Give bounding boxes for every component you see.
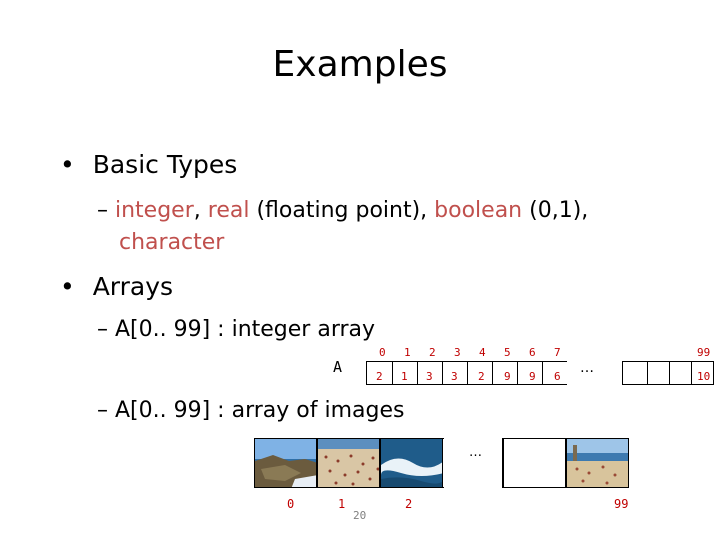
sub-integer-array: – A[0.. 99] : integer array — [97, 317, 375, 342]
array-index-last: 99 — [697, 346, 711, 359]
dash-icon: – — [97, 198, 108, 223]
array-cell: 3 — [451, 370, 458, 383]
image-size-label: 20 — [353, 509, 367, 522]
bullet-basic-types: • Basic Types — [60, 150, 237, 179]
bullet-dot-icon: • — [60, 150, 75, 179]
image-index: 1 — [338, 497, 346, 511]
array-cell: 2 — [376, 370, 383, 383]
image-index: 99 — [614, 497, 629, 511]
bullet-arrays-label: Arrays — [92, 272, 174, 301]
image-cell-wave — [380, 438, 443, 488]
image-cell-empty — [503, 438, 566, 488]
image-cell-coast — [254, 438, 317, 488]
array-index: 4 — [479, 346, 486, 359]
bullet-dot-icon: • — [60, 272, 75, 301]
type-character: character — [119, 230, 225, 255]
type-real: real — [207, 198, 250, 223]
array-index: 3 — [454, 346, 461, 359]
image-array-gap — [444, 437, 502, 489]
beach-photo-icon — [567, 439, 628, 487]
type-boolean-note: (0,1), — [522, 198, 589, 223]
image-cell-beach-last — [566, 438, 629, 488]
array-cell: 6 — [554, 370, 561, 383]
type-boolean: boolean — [434, 198, 523, 223]
type-integer: integer — [115, 198, 194, 223]
sub-basic-types: – integer, real (floating point), boolea… — [97, 198, 588, 223]
integer-array-label: A[0.. 99] : integer array — [115, 317, 376, 342]
array-index: 0 — [379, 346, 386, 359]
image-cell-beach-crowd — [317, 438, 380, 488]
integer-array-box — [366, 361, 714, 385]
image-array-ellipsis-label: … — [469, 445, 482, 460]
coast-photo-icon — [255, 439, 316, 487]
image-array-label: A[0.. 99] : array of images — [115, 398, 405, 423]
dash-icon: – — [97, 398, 108, 423]
array-index: 2 — [429, 346, 436, 359]
wave-photo-icon — [381, 439, 442, 487]
sep-1: , — [193, 198, 208, 223]
array-cell: 2 — [478, 370, 485, 383]
array-cell: 3 — [426, 370, 433, 383]
array-index: 5 — [504, 346, 511, 359]
array-cell: 9 — [529, 370, 536, 383]
array-cell: 9 — [504, 370, 511, 383]
type-real-note: (floating point), — [249, 198, 435, 223]
array-cell-last: 10 — [697, 370, 711, 383]
dash-icon: – — [97, 317, 108, 342]
bullet-basic-types-label: Basic Types — [92, 150, 238, 179]
array-name-label: A — [333, 358, 343, 376]
array-index: 6 — [529, 346, 536, 359]
bullet-arrays: • Arrays — [60, 272, 173, 301]
beach-crowd-photo-icon — [318, 439, 379, 487]
image-index: 0 — [287, 497, 295, 511]
array-index: 1 — [404, 346, 411, 359]
array-cell: 1 — [401, 370, 408, 383]
image-index: 2 — [405, 497, 413, 511]
sub-image-array: – A[0.. 99] : array of images — [97, 398, 404, 423]
array-ellipsis: … — [580, 360, 594, 376]
array-gap-cover — [567, 360, 621, 387]
slide-title: Examples — [272, 44, 448, 85]
array-index: 7 — [554, 346, 561, 359]
